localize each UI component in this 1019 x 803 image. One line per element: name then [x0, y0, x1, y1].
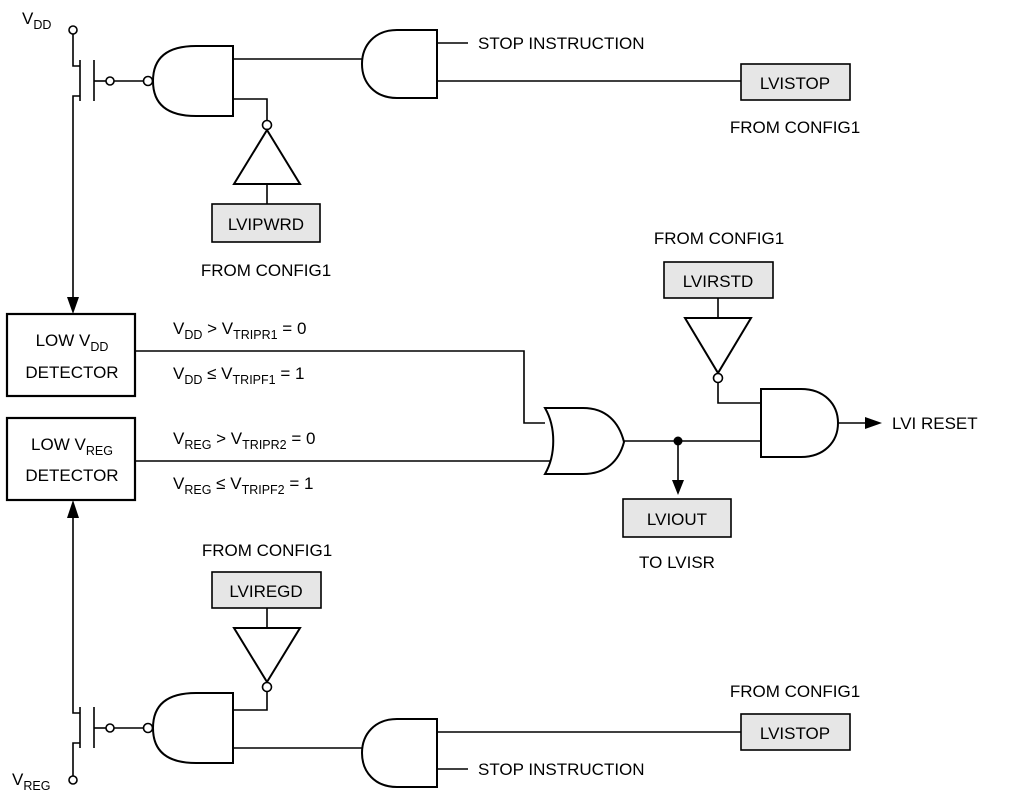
- lviregd-label: LVIREGD: [229, 582, 302, 601]
- arrow-to-lviout: [672, 480, 684, 495]
- vdd-pmos-switch: [72, 34, 115, 297]
- lvi-reset-arrow: [865, 417, 882, 429]
- lvipwrd-label: LVIPWRD: [228, 215, 304, 234]
- from-config1-lvipwrd: FROM CONFIG1: [201, 261, 331, 280]
- low-vdd-detector-box: [5, 312, 137, 398]
- lvirstd-label: LVIRSTD: [683, 272, 754, 291]
- from-config1-lviregd: FROM CONFIG1: [202, 541, 332, 560]
- lvistop-bottom-label: LVISTOP: [760, 724, 830, 743]
- bottom-and-gate: [360, 718, 741, 788]
- top-and-gate: [360, 29, 741, 99]
- lviout-register: [622, 498, 732, 538]
- lviout-label: LVIOUT: [647, 510, 707, 529]
- lvipwrd-inverter: [232, 119, 302, 204]
- low-vreg-detector-box: [5, 416, 137, 502]
- from-config1-lvistop-top: FROM CONFIG1: [730, 118, 860, 137]
- vdd-le-condition: VDD ≤ VTRIPF1 = 1: [173, 364, 304, 387]
- lvistop-top-register: [740, 63, 851, 101]
- vdd-gt-condition: VDD > VTRIPR1 = 0: [173, 319, 306, 342]
- or-gate: [543, 407, 626, 475]
- lvirstd-inverter: [683, 298, 761, 404]
- low-vdd-detector-line2: DETECTOR: [25, 363, 118, 382]
- lviregd-register: [211, 571, 322, 609]
- vreg-label: VREG: [12, 770, 50, 793]
- vdd-label: VDD: [22, 9, 51, 32]
- vdd-nand-gate: [114, 45, 362, 120]
- vdd-detector-output-wire: [135, 350, 545, 424]
- from-config1-lvirstd: FROM CONFIG1: [654, 229, 784, 248]
- lvi-reset-label: LVI RESET: [892, 414, 978, 433]
- stop-instruction-bottom: STOP INSTRUCTION: [478, 760, 645, 779]
- low-vdd-detector-line1: LOW VDD: [36, 331, 109, 354]
- vreg-le-condition: VREG ≤ VTRIPF2 = 1: [173, 474, 313, 497]
- vreg-pmos-switch: [72, 518, 115, 776]
- vreg-gt-condition: VREG > VTRIPR2 = 0: [173, 429, 315, 452]
- lvirstd-register: [663, 261, 774, 299]
- vreg-nand-gate: [114, 692, 362, 764]
- arrow-to-vreg-detector: [67, 500, 79, 518]
- lvi-reset-and-gate: [760, 388, 840, 458]
- vdd-supply-terminal: VDD: [22, 9, 78, 35]
- lvipwrd-register: [211, 203, 321, 243]
- to-lvisr-caption: TO LVISR: [639, 553, 715, 572]
- from-config1-lvistop-bottom: FROM CONFIG1: [730, 682, 860, 701]
- lvistop-top-label: LVISTOP: [760, 74, 830, 93]
- low-vreg-detector-line2: DETECTOR: [25, 466, 118, 485]
- arrow-to-vdd-detector: [67, 297, 79, 314]
- low-vreg-detector-line1: LOW VREG: [31, 435, 113, 458]
- lviregd-inverter: [232, 608, 302, 711]
- lvistop-bottom-register: [740, 713, 851, 751]
- stop-instruction-top: STOP INSTRUCTION: [478, 34, 645, 53]
- vreg-supply-terminal: VREG: [12, 770, 78, 793]
